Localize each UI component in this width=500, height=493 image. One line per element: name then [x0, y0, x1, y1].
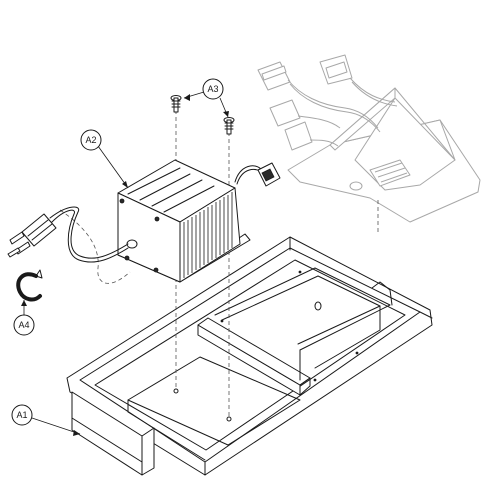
- callout-label-a3: A3: [207, 84, 218, 94]
- callout-label-a2: A2: [85, 135, 96, 145]
- callout-a3: A3: [183, 78, 229, 118]
- ac-power-cord: [7, 206, 129, 263]
- ghost-controller-assembly: [257, 54, 481, 232]
- callout-a2: A2: [80, 129, 129, 189]
- tray-assembly: [66, 236, 433, 476]
- callout-label-a4: A4: [18, 320, 29, 330]
- charger-unit: [117, 159, 281, 283]
- callout-a1: A1: [11, 404, 81, 436]
- callout-label-a1: A1: [16, 410, 27, 420]
- alignment-lines: [59, 110, 230, 416]
- cord-clip: [16, 269, 43, 302]
- mounting-studs: [170, 95, 235, 135]
- callout-a4: A4: [13, 300, 35, 336]
- cooling-fins: [183, 192, 233, 278]
